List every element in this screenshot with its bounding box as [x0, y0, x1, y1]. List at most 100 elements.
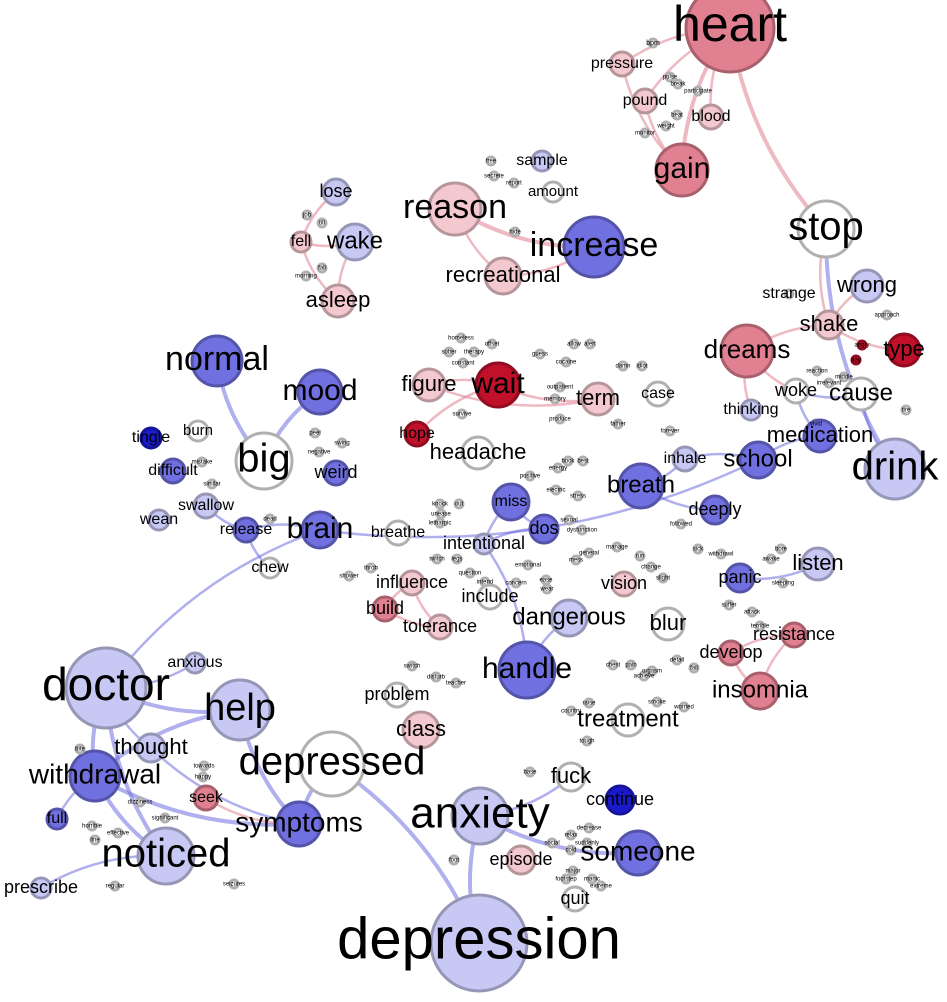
node-similar [206, 478, 218, 490]
node-suffer [723, 599, 735, 611]
node-detail [671, 654, 683, 666]
node-layer [29, 0, 927, 993]
node-line [89, 834, 101, 846]
node-build [371, 595, 399, 623]
node-tolerance [426, 613, 454, 641]
node-homeless [455, 332, 467, 344]
node-noticed [136, 826, 196, 886]
node-reason [427, 181, 483, 237]
node-increase [562, 215, 626, 279]
label-continue: continue [586, 789, 654, 809]
node-emotional [522, 559, 534, 571]
node-include [476, 583, 504, 611]
label-relax: relax [564, 833, 577, 839]
node-morning [300, 270, 312, 282]
node-manic [586, 873, 598, 885]
label-intentional: intentional [443, 533, 525, 553]
node-damn [617, 360, 629, 372]
label-raise: raise [582, 701, 596, 707]
node-tough [581, 735, 593, 747]
node-allow [568, 338, 580, 350]
label-wean: wean [139, 511, 178, 528]
node-withdrawl [715, 548, 727, 560]
node-throb [365, 562, 377, 574]
node-energy [552, 462, 564, 474]
label-inhale: inhale [664, 450, 707, 467]
label-resistance: resistance [753, 624, 835, 644]
label-concern: concern [505, 581, 526, 587]
node-term [580, 381, 616, 417]
node-towards [198, 760, 210, 772]
node-brain [300, 510, 340, 550]
node-resistance [780, 621, 808, 649]
label-intend: intend [477, 580, 493, 586]
node-peel [309, 427, 321, 439]
label-pulse: pulse [663, 75, 678, 81]
label-dreams: dreams [704, 334, 791, 364]
node-relax [565, 829, 577, 841]
node-significant [159, 812, 171, 824]
label-anxious: anxious [167, 654, 222, 671]
label-chest: chest [606, 663, 621, 669]
label-monitor: monitor [635, 131, 655, 137]
node-dysfunction [576, 524, 588, 536]
label-awake: awake [762, 557, 780, 563]
label-orgasm: orgasm [642, 669, 662, 675]
label-wear: wear [539, 587, 553, 593]
node-produce [554, 413, 566, 425]
node-alert [584, 338, 596, 350]
node-sexual [563, 514, 575, 526]
node-intentional [472, 532, 496, 556]
node-dead [264, 513, 276, 525]
label-achieve: achieve [634, 674, 655, 680]
node-seek [192, 784, 220, 812]
node-withdrawal [68, 749, 122, 803]
label-change: change [641, 565, 661, 571]
node-swallow [192, 492, 220, 520]
node-achieve [638, 670, 650, 682]
label-sick: sick [693, 547, 704, 553]
label-include: include [461, 586, 518, 606]
label-country: country [561, 709, 581, 715]
label-doctor: doctor [42, 658, 170, 710]
node-wear [541, 583, 553, 595]
label-big: big [237, 437, 290, 481]
node-thought [135, 732, 167, 764]
label-sexual: sexual [560, 518, 577, 524]
node-mess [570, 554, 582, 566]
label-dead: dead [263, 517, 276, 523]
label-line: line [90, 838, 100, 844]
node-survive [456, 408, 468, 420]
node-sleeping [777, 577, 789, 589]
label-beat: beat [671, 113, 683, 119]
label-social: social [544, 841, 559, 847]
edge-figure-term [428, 383, 599, 407]
label-cause: cause [829, 379, 893, 406]
node-twitch [431, 553, 443, 565]
label-regular: regular [106, 884, 125, 890]
label-bite: bite [75, 747, 85, 753]
node-full [45, 807, 69, 831]
label-slight: slight [656, 576, 670, 582]
node-pain [625, 659, 637, 671]
label-sober: sober [441, 350, 456, 356]
node-hope [403, 420, 431, 448]
node-electric [550, 484, 562, 496]
node-episode [505, 844, 537, 876]
node-swing [336, 437, 348, 449]
label-foot: foot [449, 858, 459, 864]
label-treatment: treatment [577, 705, 679, 732]
label-twitch: twitch [429, 557, 444, 563]
label-stop: stop [788, 205, 864, 249]
label-free: free [486, 159, 497, 165]
label-therapy: therapy [464, 350, 484, 356]
label-layer: heartpressurepoundbloodgainbpmpulsebreak… [4, 0, 939, 971]
label-approach: approach [874, 313, 899, 319]
node-asleep [320, 283, 356, 319]
label-outpatient: outpatient [547, 385, 574, 391]
label-build: build [366, 598, 404, 618]
label-release: release [220, 521, 273, 538]
node-run [634, 550, 646, 562]
label-knock: knock [432, 502, 449, 508]
label-weight: weight [656, 124, 675, 130]
